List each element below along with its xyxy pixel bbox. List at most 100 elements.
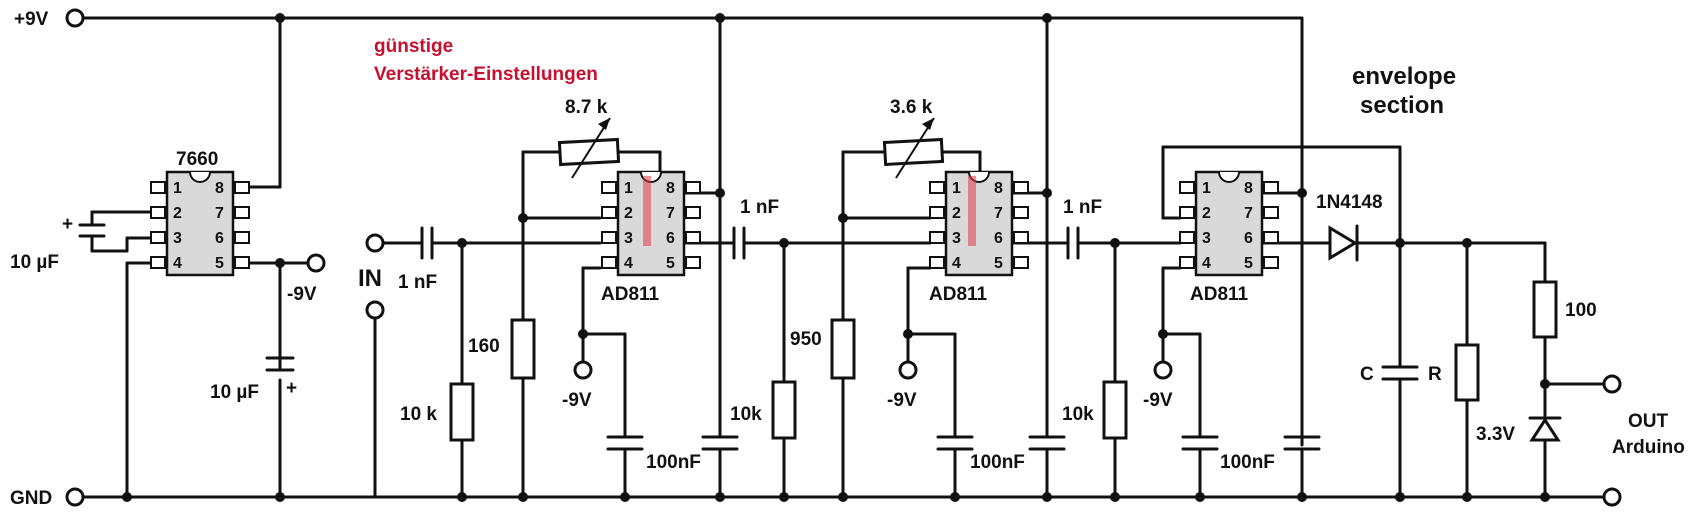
pin-box [1013,231,1029,244]
pin-box [1013,206,1029,219]
converter-cap-label: 10 µF [10,252,59,273]
stage3-neg-label: -9V [1143,390,1173,411]
envelope-r [1454,343,1480,402]
stage3-neg-terminal [1153,360,1173,380]
stage2-bias-label: 10k [730,404,762,425]
stage3-ic-label: AD811 [1190,284,1249,305]
pin-box [685,256,701,269]
stage1-bias-label: 10 k [400,404,437,425]
pin-box [1179,206,1195,219]
envelope-title-2: section [1360,92,1444,119]
stage2-pot-arrowhead [922,118,934,130]
stage1-gain-resistor [510,318,536,380]
pin-box [234,206,250,219]
pin-number: 3 [624,230,633,247]
pin-number: 2 [952,205,961,222]
pin-number: 1 [173,180,182,197]
pin-box [1263,181,1279,194]
pin-number: 3 [952,230,961,247]
pin-box [234,181,250,194]
out-label-1: OUT [1628,411,1669,432]
out-terminal[interactable] [1602,374,1622,394]
pin-box [234,231,250,244]
pin-number: 6 [215,230,224,247]
pin-number: 8 [666,180,675,197]
pin-number: 4 [173,255,182,272]
envelope-r-label: R [1428,364,1442,385]
stage2-ic-label: AD811 [929,284,988,305]
stage3-bias-resistor [1102,380,1128,440]
stage2-gain-resistor [830,318,856,380]
pin-box [150,181,166,194]
pin-number: 7 [666,205,675,222]
pin-number: 3 [173,230,182,247]
pin-box [601,256,617,269]
pin-number: 8 [994,180,1003,197]
pin-number: 2 [624,205,633,222]
envelope-title-1: envelope [1352,63,1456,90]
stage1-ic-label: AD811 [601,284,660,305]
stage2-bias-resistor [771,380,797,440]
stage1-neg-label: -9V [562,390,592,411]
pin-number: 7 [1244,205,1253,222]
pin-box [150,256,166,269]
stage1-coupling-label: 1 nF [740,197,779,218]
pin-box [1263,206,1279,219]
pin-box [1263,256,1279,269]
pin-number: 7 [215,205,224,222]
converter-name: 7660 [176,149,218,170]
stage1-wiring [521,16,932,499]
pin-number: 3 [1202,230,1211,247]
envelope-r-series-label: 100 [1565,300,1597,321]
zener-diode [1528,416,1562,442]
in-gnd-terminal[interactable] [365,300,385,320]
converter-cap-plus: + [62,214,73,235]
envelope-r-series [1532,280,1558,339]
pin-number: 1 [1202,180,1211,197]
vplus-terminal [65,8,85,28]
pin-number: 4 [952,255,961,272]
pin-number: 8 [1244,180,1253,197]
diode-label: 1N4148 [1316,192,1383,213]
pin-box [685,206,701,219]
in-terminal[interactable] [365,233,385,253]
stage2-neg-terminal [898,360,918,380]
pin-number: 1 [624,180,633,197]
pin-box [234,256,250,269]
pin-box [929,256,945,269]
stage2-bypass-label: 100nF [970,452,1025,473]
pin-box [1179,181,1195,194]
stage2-neg-label: -9V [887,390,917,411]
stage1-feedback-label: 8.7 k [565,97,608,118]
ic-stage3-body [1194,170,1264,277]
pin-box [685,181,701,194]
pin-box [929,231,945,244]
pin-box [929,181,945,194]
pin-box [1013,256,1029,269]
diode-body [1328,225,1358,261]
pin-box [1179,231,1195,244]
in-cap-label: 1 nF [398,272,437,293]
stage2-gain-label: 950 [790,329,822,350]
pin-number: 6 [666,230,675,247]
gnd-label: GND [10,488,52,509]
stage2-coupling-label: 1 nF [1063,197,1102,218]
converter-cap2-label: 10 µF [210,382,259,403]
pin-number: 5 [994,255,1003,272]
out-label-2: Arduino [1612,437,1685,458]
gnd-terminal [65,487,85,507]
vplus-rail [80,16,1304,447]
pin-number: 7 [994,205,1003,222]
pin-box [150,206,166,219]
pin-number: 4 [624,255,633,272]
converter-out-terminal [306,253,326,273]
pin-box [685,231,701,244]
zener-label: 3.3V [1476,424,1515,445]
converter-out-label: -9V [287,284,317,305]
pin-number: 1 [952,180,961,197]
stage1-neg-terminal [573,360,593,380]
stage1-gain-label: 160 [468,336,500,357]
